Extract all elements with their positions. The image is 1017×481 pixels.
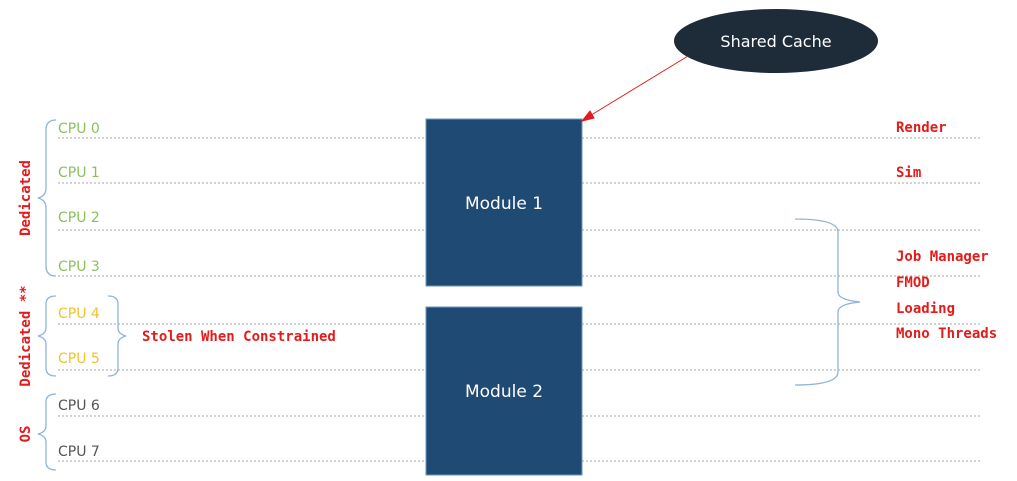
- group-label-dedicated: Dedicated: [18, 160, 34, 236]
- module-2: Module 2: [425, 306, 583, 476]
- group-brackets: [37, 119, 861, 471]
- cpu-label-7: CPU 7: [58, 444, 100, 460]
- module-1-label: Module 1: [465, 194, 543, 214]
- shared-cache-label: Shared Cache: [720, 32, 831, 51]
- stolen-note: Stolen When Constrained: [142, 329, 336, 345]
- cpu-label-4: CPU 4: [58, 306, 100, 322]
- cpu-label-5: CPU 5: [58, 351, 100, 367]
- thread-sim: Sim: [896, 165, 921, 181]
- cpu-label-2: CPU 2: [58, 210, 100, 226]
- module-2-label: Module 2: [465, 382, 543, 402]
- thread-fmod: FMOD: [896, 275, 930, 291]
- shared-cache-bubble: [674, 9, 878, 73]
- thread-job-manager: Job Manager: [896, 249, 989, 265]
- cpu-label-0: CPU 0: [58, 121, 100, 137]
- bracket-dedicated-flex: [37, 295, 57, 377]
- bracket-dedicated: [37, 119, 57, 277]
- cpu-label-6: CPU 6: [58, 398, 100, 414]
- thread-loading: Loading: [896, 301, 955, 317]
- module-1-box: [425, 118, 583, 287]
- thread-render: Render: [896, 120, 947, 136]
- shared-cache-arrow: [580, 55, 689, 122]
- module-1: Module 1: [425, 118, 583, 287]
- group-label-dedicated-flex: Dedicated **: [18, 285, 34, 386]
- bracket-stolen: [107, 295, 127, 377]
- bracket-thread-pool: [794, 218, 861, 386]
- module-2-box: [425, 306, 583, 476]
- cpu-label-3: CPU 3: [58, 259, 100, 275]
- cpu-label-1: CPU 1: [58, 165, 100, 181]
- thread-mono-threads: Mono Threads: [896, 326, 997, 342]
- group-label-os: OS: [18, 426, 34, 443]
- bracket-os: [37, 393, 57, 471]
